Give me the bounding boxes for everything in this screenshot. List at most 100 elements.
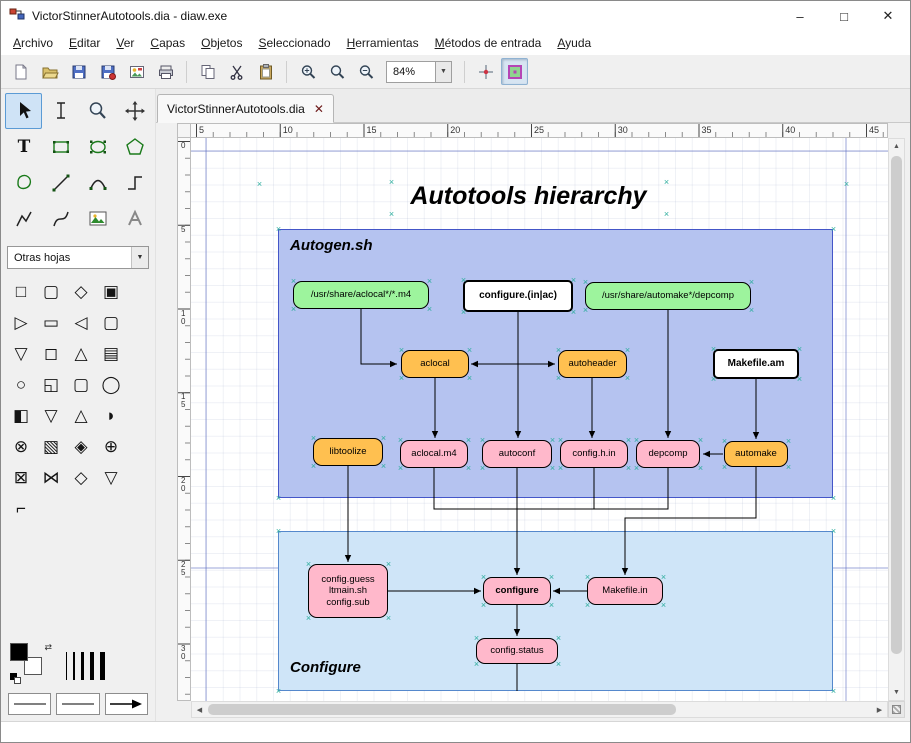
snap-to-grid-button[interactable] (501, 58, 528, 85)
shape-17[interactable]: ◧ (6, 400, 36, 431)
scroll-up-icon[interactable]: ▲ (889, 139, 904, 154)
export-button[interactable] (123, 58, 150, 85)
color-selector[interactable]: ⇄ (10, 643, 52, 685)
line-width-4[interactable] (90, 652, 94, 680)
menu-ayuda[interactable]: Ayuda (549, 33, 599, 53)
line-width-2[interactable] (73, 652, 75, 680)
tool-image[interactable] (79, 201, 116, 237)
tool-ellipse[interactable] (79, 129, 116, 165)
node-usr-share-aclocal-m4[interactable]: /usr/share/aclocal*/*.m4 (293, 281, 429, 309)
foreground-color-swatch[interactable] (10, 643, 28, 661)
tool-bezierline[interactable] (42, 201, 79, 237)
node-autoconf[interactable]: autoconf (482, 440, 552, 468)
shape-12[interactable]: ▤ (96, 338, 126, 369)
node-libtoolize[interactable]: libtoolize (313, 438, 383, 466)
node-automake[interactable]: automake (724, 441, 788, 467)
shape-20[interactable]: ◗ (96, 400, 126, 431)
start-arrow-selector[interactable] (8, 693, 51, 715)
horizontal-scroll-thumb[interactable] (208, 704, 676, 715)
zoom-in-button[interactable] (294, 58, 321, 85)
minimize-button[interactable]: – (778, 1, 822, 31)
line-width-1[interactable] (66, 652, 67, 680)
shape-28[interactable]: ▽ (96, 462, 126, 493)
node-makefile-am[interactable]: Makefile.am (713, 349, 799, 379)
menu-seleccionado[interactable]: Seleccionado (250, 33, 338, 53)
tool-zigzagline[interactable] (116, 165, 153, 201)
shape-21[interactable]: ⊗ (6, 431, 36, 462)
tool-textedit[interactable] (42, 93, 79, 129)
node-depcomp[interactable]: depcomp (636, 440, 700, 468)
shape-24[interactable]: ⊕ (96, 431, 126, 462)
menu-herramientas[interactable]: Herramientas (339, 33, 427, 53)
line-width-3[interactable] (81, 652, 84, 680)
zoom-level-input[interactable]: 84% (386, 61, 436, 83)
shape-3[interactable]: ◇ (66, 276, 96, 307)
shape-27[interactable]: ◇ (66, 462, 96, 493)
cut-button[interactable] (223, 58, 250, 85)
print-button[interactable] (152, 58, 179, 85)
node-config-status[interactable]: config.status (476, 638, 558, 664)
sheet-selector[interactable]: Otras hojas ▼ (7, 246, 149, 269)
menu-m-todos-de-entrada[interactable]: Métodos de entrada (427, 33, 550, 53)
vertical-scrollbar[interactable]: ▲ ▼ (888, 138, 905, 701)
node-aclocal-m4[interactable]: aclocal.m4 (400, 440, 468, 468)
tool-scroll[interactable] (116, 93, 153, 129)
diagram-canvas[interactable]: Autogen.sh××××Configure××××/usr/share/ac… (191, 138, 888, 701)
shape-10[interactable]: ◻ (36, 338, 66, 369)
scroll-down-icon[interactable]: ▼ (889, 685, 904, 700)
shape-15[interactable]: ▢ (66, 369, 96, 400)
diagram-tab[interactable]: VictorStinnerAutotools.dia ✕ (157, 94, 334, 123)
line-style-selector[interactable] (56, 693, 99, 715)
tab-close-icon[interactable]: ✕ (314, 102, 324, 116)
node-aclocal[interactable]: aclocal (401, 350, 469, 378)
shape-19[interactable]: △ (66, 400, 96, 431)
shape-7[interactable]: ◁ (66, 307, 96, 338)
paste-button[interactable] (252, 58, 279, 85)
shape-9[interactable]: ▽ (6, 338, 36, 369)
tool-box[interactable] (42, 129, 79, 165)
tool-outline[interactable] (116, 201, 153, 237)
node-usr-share-automake-depcomp[interactable]: /usr/share/automake*/depcomp (585, 282, 751, 310)
shape-23[interactable]: ◈ (66, 431, 96, 462)
node-config-h-in[interactable]: config.h.in (560, 440, 628, 468)
horizontal-scrollbar[interactable]: ◀ ▶ (191, 701, 888, 718)
menu-editar[interactable]: Editar (61, 33, 108, 53)
tool-pointer[interactable] (5, 93, 42, 129)
shape-6[interactable]: ▭ (36, 307, 66, 338)
node-config-guess[interactable]: config.guess ltmain.sh config.sub (308, 564, 388, 618)
shape-2[interactable]: ▢ (36, 276, 66, 307)
tool-text[interactable]: T (5, 129, 42, 165)
tool-polygon[interactable] (116, 129, 153, 165)
line-width-selector[interactable] (66, 649, 105, 685)
end-arrow-selector[interactable] (105, 693, 148, 715)
menu-archivo[interactable]: Archivo (5, 33, 61, 53)
zoom-button[interactable] (323, 58, 350, 85)
tool-polyline[interactable] (5, 201, 42, 237)
shape-13[interactable]: ○ (6, 369, 36, 400)
shape-18[interactable]: ▽ (36, 400, 66, 431)
swap-colors-icon[interactable]: ⇄ (44, 643, 52, 652)
diagram-title[interactable]: Autotools hierarchy (391, 182, 666, 214)
tool-beziergon[interactable] (5, 165, 42, 201)
node-configure-in-ac[interactable]: configure.(in|ac) (463, 280, 573, 312)
node-makefile-in[interactable]: Makefile.in (587, 577, 663, 605)
save-button[interactable] (65, 58, 92, 85)
tool-magnify[interactable] (79, 93, 116, 129)
tool-arc[interactable] (79, 165, 116, 201)
scroll-right-icon[interactable]: ▶ (872, 702, 887, 717)
scroll-left-icon[interactable]: ◀ (192, 702, 207, 717)
save-as-button[interactable] (94, 58, 121, 85)
open-button[interactable] (36, 58, 63, 85)
new-document-button[interactable] (7, 58, 34, 85)
menu-objetos[interactable]: Objetos (193, 33, 250, 53)
shape-29[interactable]: ⌐ (6, 493, 36, 524)
line-width-5[interactable] (100, 652, 105, 680)
menu-capas[interactable]: Capas (142, 33, 193, 53)
shape-22[interactable]: ▧ (36, 431, 66, 462)
shape-8[interactable]: ▢ (96, 307, 126, 338)
shape-25[interactable]: ⊠ (6, 462, 36, 493)
node-autoheader[interactable]: autoheader (558, 350, 627, 378)
zoom-out-button[interactable] (352, 58, 379, 85)
shape-26[interactable]: ⋈ (36, 462, 66, 493)
copy-button[interactable] (194, 58, 221, 85)
